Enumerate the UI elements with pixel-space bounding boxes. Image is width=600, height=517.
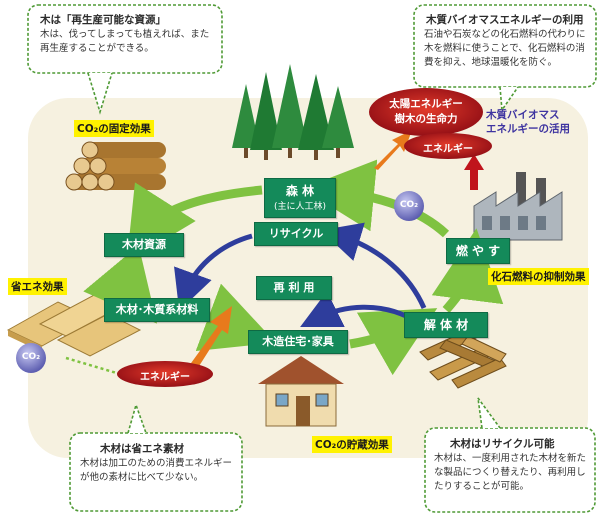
callout-renewable-body: 木は、伐ってしまっても植えれば、また再生産することができる。 xyxy=(40,29,210,54)
label-energy-saving: 省エネ効果 xyxy=(8,278,67,295)
node-wooden-housing: 木造住宅･家具 xyxy=(248,330,348,354)
biomass-use-line2: エネルギーの活用 xyxy=(486,123,570,135)
forest-trees-illustration xyxy=(232,64,354,160)
node-wood-materials: 木材･木質系材料 xyxy=(104,298,210,322)
label-co2-fixation: CO₂の固定効果 xyxy=(74,120,154,137)
node-forest-sub: (主に人工林) xyxy=(273,202,327,212)
callout-energy-title: 木材は省エネ素材 xyxy=(100,443,184,455)
log-pile-illustration xyxy=(65,141,166,191)
energy-input-arrow xyxy=(186,306,232,374)
label-fossil-fuel-suppression: 化石燃料の抑制効果 xyxy=(488,268,589,285)
node-forest: 森 林 (主に人工林) xyxy=(264,178,336,218)
node-reuse: 再 利 用 xyxy=(256,276,332,300)
callout-renewable-title: 木は「再生産可能な資源」 xyxy=(40,14,166,26)
callout-biomass-title: 木質バイオマスエネルギーの利用 xyxy=(426,14,584,26)
energy-ellipse-lower xyxy=(117,361,213,387)
callout-energy-box xyxy=(69,432,243,512)
solar-energy-line2: 樹木の生命力 xyxy=(394,113,458,125)
solar-energy-arrow xyxy=(374,130,412,170)
callout-energy-body: 木材は加工のための消費エネルギーが他の素材に比べて少ない。 xyxy=(80,458,233,483)
callout-energy-pointer xyxy=(127,402,147,434)
solar-energy-text: 太陽エネルギー 樹木の生命力 xyxy=(372,97,480,127)
energy-ellipse-upper xyxy=(404,133,492,159)
callout-biomass-body: 石油や石炭などの化石燃料の代わりに木を燃料に使うことで、化石燃料の消費を抑え、地… xyxy=(424,29,586,68)
energy-label-lower: エネルギー xyxy=(140,372,190,383)
callout-recycle-pointer xyxy=(477,397,501,429)
energy-label-upper: エネルギー xyxy=(423,144,473,155)
node-recycle: リサイクル xyxy=(254,222,338,246)
factory-illustration xyxy=(473,172,563,241)
node-dismantled-wood: 解 体 材 xyxy=(404,312,488,338)
solar-energy-ellipse xyxy=(369,88,483,136)
cycle-arrow-resource-to-materials xyxy=(83,245,158,324)
node-forest-label: 森 林 xyxy=(285,184,315,198)
node-burn: 燃 や す xyxy=(446,238,510,264)
co2-label-left: CO₂ xyxy=(21,352,41,362)
callout-biomass-pointer xyxy=(499,86,519,113)
callout-recycle-body: 木材は、一度利用された木材を新たな製品につくり替えたり、再利用したりすることが可… xyxy=(434,453,587,492)
biomass-use-line1: 木質バイオマス xyxy=(486,109,560,121)
house-illustration xyxy=(258,356,344,427)
callout-renewable-box xyxy=(27,4,223,74)
co2-ball-top xyxy=(394,191,424,221)
biomass-energy-arrow xyxy=(464,154,484,190)
co2-label-top: CO₂ xyxy=(399,200,419,210)
biomass-use-text: 木質バイオマス エネルギーの活用 xyxy=(486,108,570,136)
solar-energy-line1: 太陽エネルギー xyxy=(389,98,463,110)
callout-renewable-pointer xyxy=(87,72,113,115)
recycle-arrow-recycle-to-materials xyxy=(174,233,253,311)
cycle-arrow-forest-to-resource xyxy=(126,182,263,263)
co2-ball-left xyxy=(16,343,46,373)
callout-recycle-title: 木材はリサイクル可能 xyxy=(450,438,555,450)
cycle-arrow-dismantled-to-burn xyxy=(431,228,504,313)
callout-recycle-box xyxy=(424,427,596,513)
dismantled-wood-illustration xyxy=(419,329,507,389)
label-co2-storage: CO₂の貯蔵効果 xyxy=(312,436,392,453)
cycle-arrow-housing-to-dismantled xyxy=(349,308,438,376)
reuse-arrow-dismantled-to-housing xyxy=(300,291,408,327)
node-timber-resource: 木材資源 xyxy=(104,233,184,257)
recycle-arrow-dismantled-to-recycle xyxy=(320,222,427,310)
